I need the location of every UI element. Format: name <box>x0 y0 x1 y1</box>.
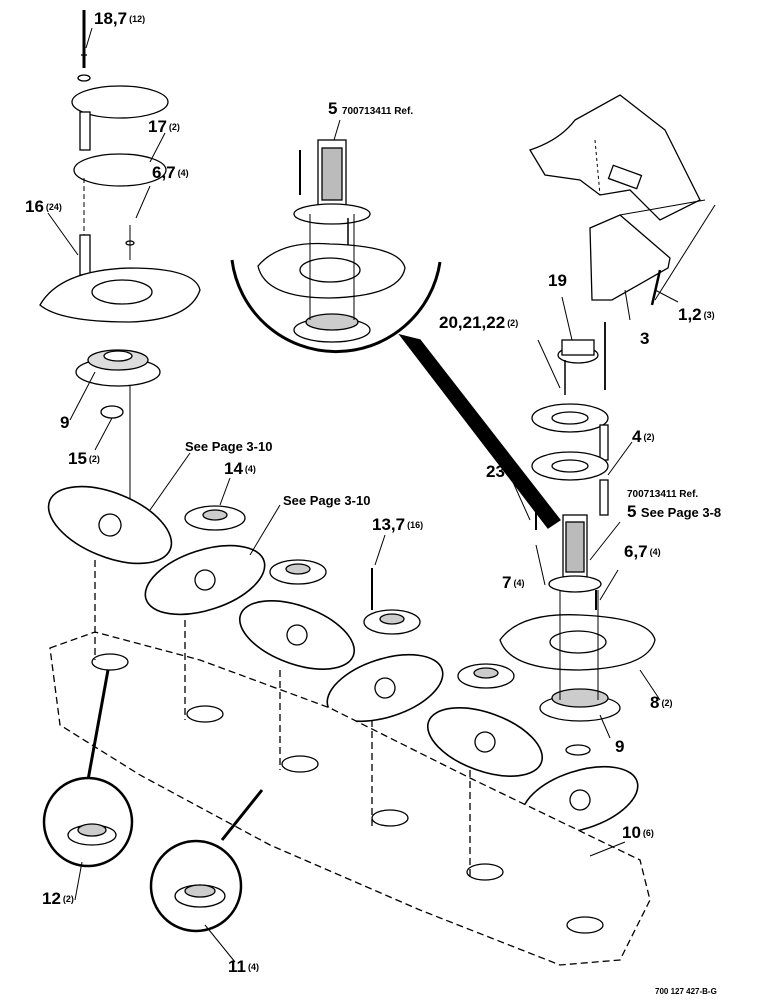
callout-13-7: 13,7(16) <box>372 515 424 534</box>
see-page-ref-a: See Page 3-10 <box>185 439 273 454</box>
callout-12: 12(2) <box>42 889 74 908</box>
callout-3: 3 <box>640 329 650 348</box>
callout-17: 17(2) <box>148 117 180 136</box>
callout-15: 15(2) <box>68 449 100 468</box>
callout-4: 4(2) <box>632 427 655 446</box>
callout-5-top: 5 700713411 Ref. <box>328 99 414 118</box>
figure-id: 700 127 427-B-G <box>655 987 717 996</box>
callout-10: 10(6) <box>622 823 654 842</box>
cutting-discs <box>47 485 639 835</box>
callout-6-7-left: 6,7(4) <box>152 163 189 182</box>
callout-19: 19 <box>548 271 567 290</box>
callout-7: 7(4) <box>502 573 525 592</box>
callout-14: 14(4) <box>224 459 256 478</box>
leader-lines <box>47 27 679 963</box>
callout-16: 16(24) <box>25 197 62 216</box>
callout-9-right: 9 <box>615 737 625 756</box>
callout-23: 23(4) <box>486 462 518 481</box>
see-page-ref-b: See Page 3-10 <box>283 493 371 508</box>
callout-5-mid-ref: 700713411 Ref. <box>627 489 699 500</box>
frame-upper-right <box>529 94 716 306</box>
callout-5-mid: 5 See Page 3-8 <box>627 502 722 521</box>
drive-inset <box>230 139 561 529</box>
left-stack <box>39 10 201 520</box>
gear-insets <box>42 669 264 933</box>
callout-1-2: 1,2(3) <box>678 305 715 324</box>
callout-20-21-22: 20,21,22(2) <box>439 313 519 332</box>
callout-9-left: 9 <box>60 413 70 432</box>
callout-11: 11(4) <box>228 957 259 976</box>
callout-6-7-right: 6,7(4) <box>624 542 661 561</box>
cutterbar-gearboxes <box>91 653 604 934</box>
callout-8: 8(2) <box>650 693 673 712</box>
callout-18-7: 18,7(12) <box>94 9 146 28</box>
cutterbar <box>49 560 651 966</box>
